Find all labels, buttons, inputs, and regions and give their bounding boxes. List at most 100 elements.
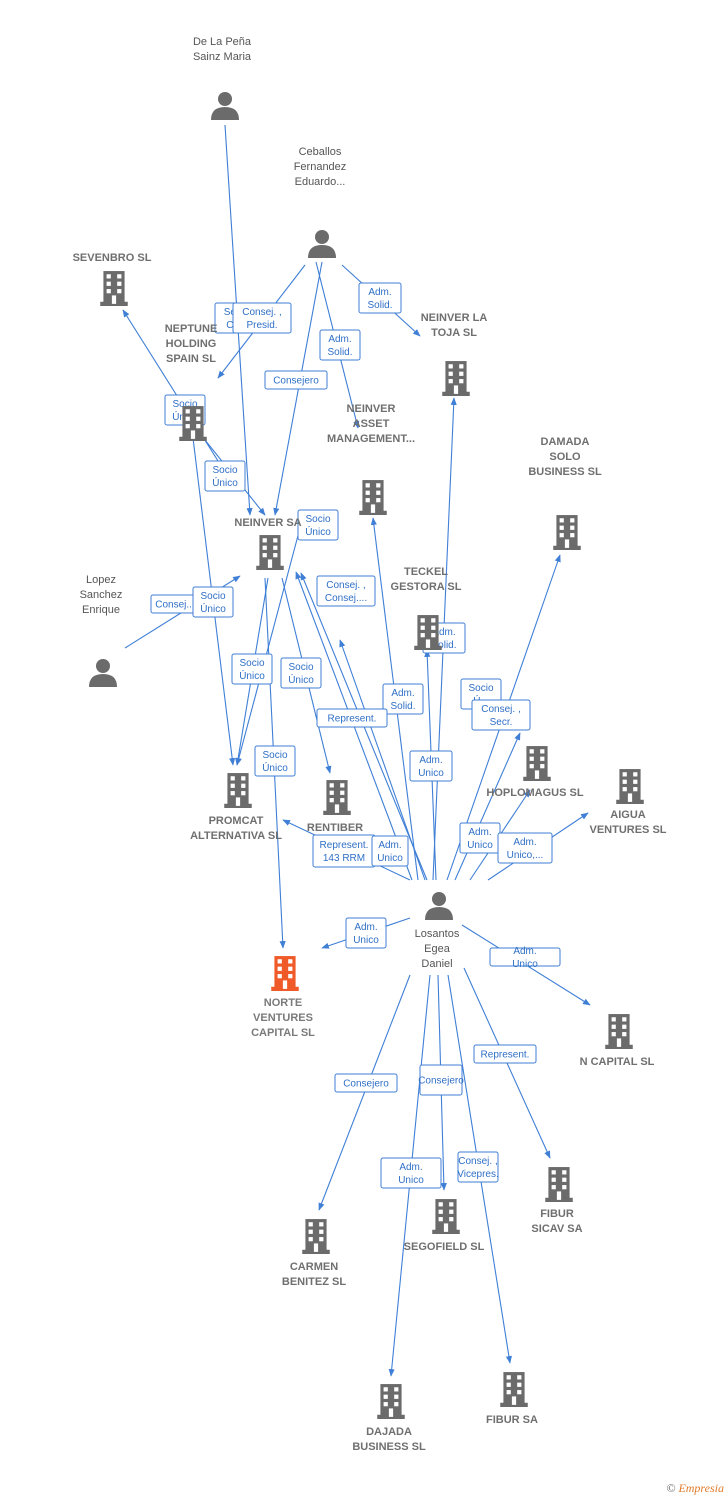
node-label: GESTORA SL bbox=[391, 581, 462, 593]
node-hoplomagus[interactable]: HOPLOMAGUS SL bbox=[486, 746, 584, 799]
building-icon bbox=[271, 956, 299, 991]
edge-label-text: Solid. bbox=[367, 300, 392, 311]
building-icon bbox=[616, 769, 644, 804]
edge-label-text: Unico bbox=[398, 1175, 424, 1186]
node-label: Ceballos bbox=[299, 146, 342, 158]
edge-label[interactable]: Consejero bbox=[264, 370, 328, 390]
node-label: NORTE bbox=[264, 997, 303, 1009]
building-icon bbox=[256, 535, 284, 570]
edge-label-text: Solid. bbox=[327, 347, 352, 358]
edge-label[interactable]: Consej. , Presid. bbox=[232, 302, 292, 334]
edge-label-text: Adm. bbox=[391, 688, 414, 699]
edge-label-text: Único bbox=[305, 525, 331, 538]
empresia-logo[interactable]: Empresia bbox=[678, 1481, 724, 1495]
edge-label-text: Unico bbox=[467, 840, 493, 851]
node-segofield[interactable]: SEGOFIELD SL bbox=[404, 1199, 485, 1253]
node-promcat[interactable]: PROMCAT ALTERNATIVA SL bbox=[190, 773, 282, 842]
edge-label[interactable]: Represent. bbox=[473, 1044, 537, 1064]
edge-label[interactable]: Consej. ,Vicepres. bbox=[457, 1151, 499, 1183]
node-label: Eduardo... bbox=[295, 176, 346, 188]
edge-label[interactable]: Adm.Unico bbox=[345, 917, 387, 949]
edge-label-text: Adm. bbox=[368, 287, 391, 298]
node-ncapital[interactable]: N CAPITAL SL bbox=[580, 1014, 655, 1068]
edge-label-text: Socio bbox=[239, 658, 264, 669]
edge-label-text: Socio bbox=[212, 465, 237, 476]
node-ceballos[interactable]: CeballosFernandezEduardo... bbox=[294, 146, 347, 258]
node-label: AIGUA bbox=[610, 809, 646, 821]
edge-label-text: Socio bbox=[288, 662, 313, 673]
edge-label[interactable]: Adm.Unico,... bbox=[497, 832, 553, 864]
edge-label[interactable]: Adm. Solid. bbox=[358, 282, 402, 314]
edge-label[interactable]: Adm.Solid. bbox=[382, 683, 424, 715]
node-fibursa[interactable]: FIBUR SA bbox=[486, 1372, 538, 1426]
node-label: ALTERNATIVA SL bbox=[190, 830, 282, 842]
node-label: Fernandez bbox=[294, 161, 347, 173]
copyright-symbol: © bbox=[666, 1481, 676, 1495]
edge-label[interactable]: Consejero bbox=[418, 1064, 464, 1096]
node-label: FIBUR SA bbox=[486, 1414, 538, 1426]
building-icon bbox=[442, 361, 470, 396]
edge-label[interactable]: Adm.Unico bbox=[489, 946, 561, 970]
edge-label[interactable]: Adm. Unico bbox=[380, 1157, 442, 1189]
edge-label-text: Socio bbox=[262, 750, 287, 761]
node-label: DAMADA bbox=[541, 436, 590, 448]
edge-label-text: Consej. , bbox=[481, 704, 520, 715]
edge-label[interactable]: Adm.Unico bbox=[459, 822, 501, 854]
edge-label-text: Unico bbox=[353, 935, 379, 946]
node-neinversa[interactable]: NEINVER SA bbox=[234, 517, 302, 570]
node-label: NEINVER bbox=[347, 403, 396, 415]
edge-label-text: Socio bbox=[468, 683, 493, 694]
edge-label-text: Presid. bbox=[246, 320, 277, 331]
node-rentiber[interactable]: RENTIBER bbox=[307, 780, 363, 834]
node-label: SPAIN SL bbox=[166, 353, 216, 365]
node-label: Enrique bbox=[82, 604, 120, 616]
edge-label-text: Consej. , bbox=[458, 1156, 497, 1167]
edge-label[interactable]: Represent.143 RRM bbox=[312, 834, 376, 868]
node-label: BUSINESS SL bbox=[528, 466, 602, 478]
edge-label[interactable]: Consejero bbox=[334, 1073, 398, 1093]
edge-label[interactable]: Adm.Unico bbox=[371, 835, 409, 867]
building-icon bbox=[414, 615, 442, 650]
building-icon bbox=[224, 773, 252, 808]
edge-label[interactable]: Represent. bbox=[316, 708, 388, 728]
edge-label-text: Socio bbox=[305, 514, 330, 525]
edge-label-text: Unico bbox=[418, 768, 444, 779]
node-neinverasset[interactable]: NEINVERASSETMANAGEMENT... bbox=[327, 403, 415, 515]
node-label: MANAGEMENT... bbox=[327, 433, 415, 445]
edge-label[interactable]: Adm.Solid. bbox=[319, 329, 361, 361]
edge-label-text: Unico,... bbox=[507, 850, 544, 861]
node-label: DAJADA bbox=[366, 1426, 412, 1438]
person-icon bbox=[425, 892, 453, 920]
node-sevenbro[interactable]: SEVENBRO SL bbox=[73, 252, 152, 306]
node-label: VENTURES bbox=[253, 1012, 313, 1024]
edge-label[interactable]: Adm.Unico bbox=[409, 750, 453, 782]
edge-label[interactable]: Consej. ,Secr. bbox=[471, 699, 531, 731]
edge-label-text: Socio bbox=[172, 399, 197, 410]
edge-label-text: Único bbox=[239, 669, 265, 682]
edge-label-text: Adm. bbox=[399, 1162, 422, 1173]
node-label: HOLDING bbox=[166, 338, 217, 350]
node-label: De La Peña bbox=[193, 36, 252, 48]
node-label: PROMCAT bbox=[209, 815, 264, 827]
edge-label-text: Consej. , bbox=[242, 307, 281, 318]
edge-label[interactable]: Consej... bbox=[150, 594, 200, 614]
edge-label[interactable]: Consej. ,Consej.... bbox=[316, 575, 376, 607]
